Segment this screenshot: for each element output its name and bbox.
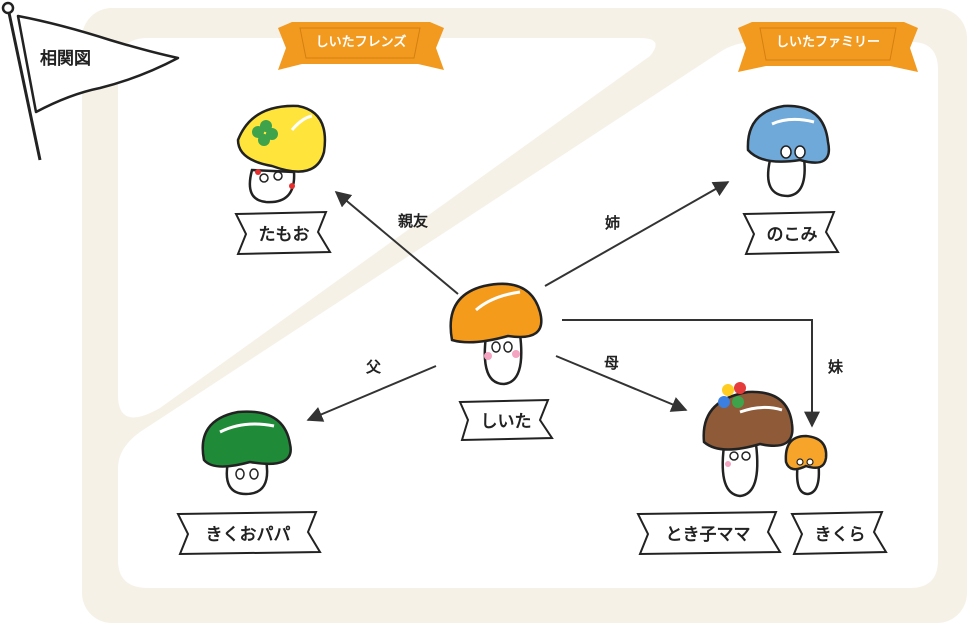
nokomi-mushroom-icon <box>746 104 831 198</box>
name-plate-tamoo: たもお <box>234 210 332 256</box>
name-kikura: きくら <box>815 525 866 545</box>
relation-label-tokiko-mama: 母 <box>604 354 619 372</box>
kikuo-papa-mushroom-icon <box>201 410 292 496</box>
flag-label: 相関図 <box>40 48 91 69</box>
name-kikuo-papa: きくおパパ <box>206 525 291 545</box>
relation-label-tamoo: 親友 <box>398 212 428 230</box>
arrow-to-kikuo-papa <box>306 365 437 422</box>
tokiko-mama-mushroom-icon <box>702 382 794 498</box>
friends-ribbon: しいたフレンズ <box>278 22 444 70</box>
name-plate-shiita: しいた <box>458 398 554 442</box>
name-tamoo: たもお <box>259 225 310 245</box>
arrow-to-tokiko-mama <box>555 355 688 412</box>
flag: 相関図 <box>1 1 180 161</box>
name-nokomi: のこみ <box>767 225 818 245</box>
arrow-to-tamoo <box>334 190 459 295</box>
kikura-mushroom-icon <box>784 434 828 496</box>
name-shiita: しいた <box>481 412 532 432</box>
family-ribbon: しいたファミリー <box>738 22 918 72</box>
relation-label-kikuo-papa: 父 <box>365 358 382 376</box>
arrow-to-nokomi <box>544 181 730 287</box>
name-plate-nokomi: のこみ <box>742 210 840 256</box>
friends-label: しいたフレンズ <box>316 34 407 50</box>
name-plate-kikuo-papa: きくおパパ <box>176 510 322 556</box>
name-plate-kikura: きくら <box>790 510 888 556</box>
name-tokiko-mama: とき子ママ <box>666 525 751 545</box>
shiita-mushroom-icon <box>449 282 543 386</box>
relation-label-kikura: 妹 <box>827 358 844 376</box>
arrow-to-kikura <box>562 319 820 428</box>
family-label: しいたファミリー <box>776 35 880 50</box>
name-plate-tokiko-mama: とき子ママ <box>636 510 782 556</box>
relation-label-nokomi: 姉 <box>605 214 620 232</box>
tamoo-mushroom-icon <box>236 104 327 204</box>
relation-arrows <box>306 181 820 428</box>
